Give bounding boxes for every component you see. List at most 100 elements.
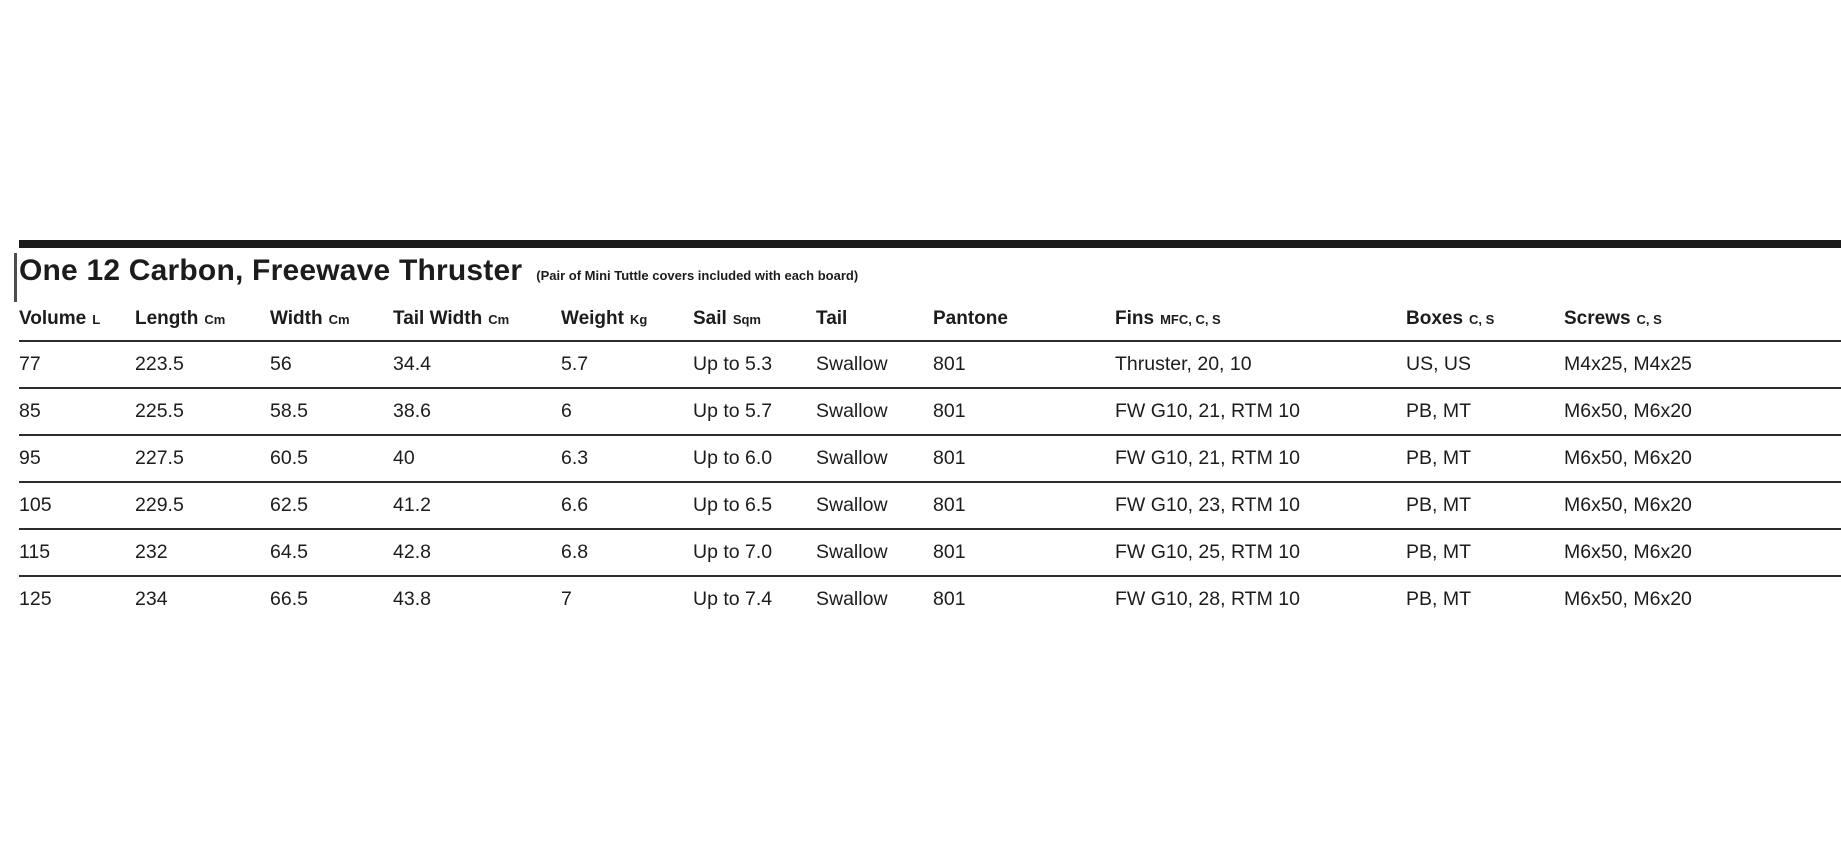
cell-tail-width: 43.8: [393, 588, 431, 610]
column-label: Length: [135, 308, 199, 329]
column-label: Boxes: [1406, 308, 1464, 329]
cell-volume: 125: [19, 588, 52, 610]
cell-boxes: PB, MT: [1406, 388, 1564, 436]
column-header-length: Length Cm: [135, 308, 270, 342]
cell-length: 234: [135, 588, 168, 610]
cell-weight: 6.6: [561, 482, 693, 530]
cell-tail-width: 38.6: [393, 388, 561, 436]
column-unit: Cm: [328, 312, 350, 327]
cell-tail-width: 41.2: [393, 482, 561, 530]
cell-pantone: 801: [933, 482, 1115, 530]
column-unit: Sqm: [732, 312, 761, 327]
cell-length: 229.5: [135, 482, 270, 530]
text-caret: [14, 253, 17, 302]
cell-tail: Swallow: [816, 529, 933, 577]
column-unit: C, S: [1469, 312, 1495, 327]
cell-boxes: US, US: [1406, 341, 1564, 389]
cell-sail: Up to 5.3: [693, 341, 816, 389]
cell-length: 227.5: [135, 435, 270, 483]
column-label: Width: [270, 308, 323, 329]
cell-boxes: PB, MT: [1406, 529, 1564, 577]
cell-length: 232: [135, 529, 270, 577]
title-note: (Pair of Mini Tuttle covers included wit…: [536, 268, 859, 283]
cell-pantone: 801: [933, 435, 1115, 483]
column-unit: L: [92, 312, 101, 327]
column-header-width: Width Cm: [270, 308, 393, 342]
cell-screws: M6x50, M6x20: [1564, 388, 1841, 436]
cell-width: 66.5: [270, 588, 308, 610]
cell-weight: 6.8: [561, 529, 693, 577]
cell-width: 60.5: [270, 435, 393, 483]
cell-screws: M6x50, M6x20: [1564, 482, 1841, 530]
column-label: Tail: [816, 308, 848, 329]
cell-tail: Swallow: [816, 482, 933, 530]
cell-tail-width: 42.8: [393, 529, 561, 577]
column-header-pantone: Pantone: [933, 308, 1115, 342]
column-header-volume: Volume L: [19, 308, 135, 342]
column-header-fins: Fins MFC, C, S: [1115, 308, 1406, 342]
column-unit: Cm: [204, 312, 226, 327]
cell-width: 64.5: [270, 529, 393, 577]
cell-pantone: 801: [933, 388, 1115, 436]
title-row: One 12 Carbon, Freewave Thruster (Pair o…: [19, 254, 1831, 288]
section-divider-bar: [19, 240, 1841, 248]
column-header-weight: Weight Kg: [561, 308, 693, 342]
column-header-tail: Tail: [816, 308, 933, 342]
cell-boxes: PB, MT: [1406, 588, 1472, 610]
cell-boxes: PB, MT: [1406, 482, 1564, 530]
cell-width: 58.5: [270, 388, 393, 436]
cell-screws: M4x25, M4x25: [1564, 341, 1841, 389]
column-label: Volume: [19, 308, 87, 329]
column-unit: MFC, C, S: [1160, 312, 1221, 327]
page-title: One 12 Carbon, Freewave Thruster: [19, 254, 523, 287]
cell-fins: FW G10, 23, RTM 10: [1115, 482, 1406, 530]
cell-weight: 5.7: [561, 341, 693, 389]
cell-pantone: 801: [933, 588, 966, 610]
cell-weight: 6: [561, 388, 693, 436]
column-label: Fins: [1115, 308, 1155, 329]
cell-screws: M6x50, M6x20: [1564, 435, 1841, 483]
cell-sail: Up to 5.7: [693, 388, 816, 436]
cell-width: 56: [270, 341, 393, 389]
cell-weight: 6.3: [561, 435, 693, 483]
cell-screws: M6x50, M6x20: [1564, 588, 1692, 610]
column-unit: Kg: [629, 312, 648, 327]
cell-pantone: 801: [933, 529, 1115, 577]
cell-sail: Up to 7.0: [693, 529, 816, 577]
column-unit: Cm: [488, 312, 510, 327]
cell-length: 225.5: [135, 388, 270, 436]
cell-sail: Up to 6.5: [693, 482, 816, 530]
cell-fins: Thruster, 20, 10: [1115, 341, 1406, 389]
cell-width: 62.5: [270, 482, 393, 530]
cell-length: 223.5: [135, 341, 270, 389]
column-header-boxes: Boxes C, S: [1406, 308, 1564, 342]
column-label: Pantone: [933, 308, 1008, 329]
cell-volume: 115: [19, 529, 135, 577]
cell-screws: M6x50, M6x20: [1564, 529, 1841, 577]
cell-boxes: PB, MT: [1406, 435, 1564, 483]
cell-tail: Swallow: [816, 388, 933, 436]
cell-fins: FW G10, 25, RTM 10: [1115, 529, 1406, 577]
cell-fins: FW G10, 21, RTM 10: [1115, 435, 1406, 483]
cell-volume: 105: [19, 482, 135, 530]
column-label: Weight: [561, 308, 624, 329]
cell-fins: FW G10, 21, RTM 10: [1115, 388, 1406, 436]
cell-volume: 95: [19, 435, 135, 483]
column-label: Screws: [1564, 308, 1631, 329]
cell-sail: Up to 6.0: [693, 435, 816, 483]
cell-volume: 77: [19, 341, 135, 389]
